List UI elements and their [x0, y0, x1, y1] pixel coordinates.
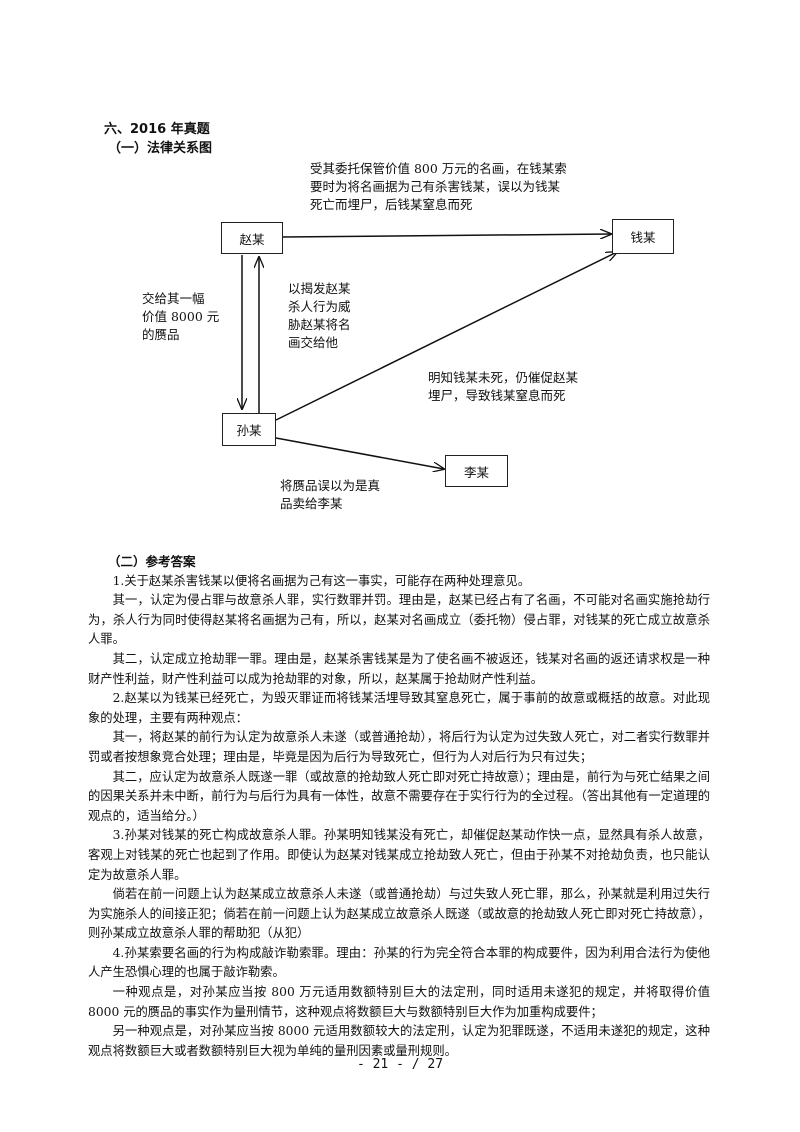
paragraph: 其一，将赵某的前行为认定为故意杀人未遂（或普通抢劫），将后行为认定为过失致人死亡… [88, 730, 710, 764]
arrow-zhao-to-qian [282, 234, 611, 237]
section-title: 六、2016 年真题 [104, 122, 210, 137]
paragraph: 3.孙某对钱某的死亡构成故意杀人罪。孙某明知钱某没有死亡，却催促赵某动作快一点，… [88, 828, 710, 882]
node-qian: 钱某 [612, 219, 674, 254]
paragraph: 其一，认定为侵占罪与故意杀人罪，实行数罪并罚。理由是，赵某已经占有了名画，不可能… [88, 593, 710, 647]
diagram-arrows [0, 0, 800, 540]
diagram-subtitle: （一）法律关系图 [108, 141, 213, 156]
arrow-sun-to-li [275, 437, 444, 469]
node-li: 李某 [445, 455, 508, 487]
paragraph: 其二，应认定为故意杀人既遂一罪（或故意的抢劫致人死亡即对死亡持故意）；理由是，前… [88, 769, 710, 823]
legal-relationship-diagram: 赵某 钱某 孙某 李某 受其委托保管价值 800 万元的名画，在钱某索 要时为将… [0, 0, 800, 540]
node-zhao: 赵某 [221, 222, 283, 254]
page-number: - 21 - / 27 [356, 1057, 444, 1072]
label-zhao-to-qian: 受其委托保管价值 800 万元的名画，在钱某索 要时为将名画据为己有杀害钱某，误… [310, 161, 567, 212]
paragraph: 其二，认定成立抢劫罪一罪。理由是，赵某杀害钱某是为了使名画不被返还，钱某对名画的… [88, 651, 710, 686]
node-sun: 孙某 [222, 413, 276, 446]
paragraph: 倘若在前一问题上认为赵某成立故意杀人未遂（或普通抢劫）与过失致人死亡罪，那么，孙… [88, 887, 710, 941]
paragraph: 一种观点是，对孙某应当按 800 万元适用数额特别巨大的法定刑，同时适用未遂犯的… [88, 985, 710, 1019]
paragraph: 1.关于赵某杀害钱某以便将名画据为己有这一事实，可能存在两种处理意见。 [112, 573, 531, 588]
label-sun-to-qian: 明知钱某未死，仍催促赵某 埋尸，导致钱某窒息而死 [428, 370, 579, 403]
label-sun-to-zhao: 以揭发赵某 杀人行为威 胁赵某将名 画交给他 [288, 281, 351, 350]
answer-subtitle: （二）参考答案 [108, 554, 196, 569]
paragraph: 4.孙某索要名画的行为构成敲诈勒索罪。理由：孙某的行为完全符合本罪的构成要件，因… [88, 945, 710, 980]
answer-section: （二）参考答案 1.关于赵某杀害钱某以便将名画据为己有这一事实，可能存在两种处理… [88, 552, 710, 1061]
label-zhao-to-sun: 交给其一幅 价值 8000 元 的赝品 [142, 291, 220, 342]
paragraph: 2.赵某以为钱某已经死亡，为毁灭罪证而将钱某活埋导致其窒息死亡，属于事前的故意或… [88, 691, 710, 725]
label-sun-to-li: 将赝品误以为是真 品卖给李某 [280, 478, 381, 511]
paragraph: 另一种观点是，对孙某应当按 8000 元适用数额较大的法定刑，认定为犯罪既遂，不… [88, 1024, 710, 1058]
arrow-sun-to-qian [275, 252, 617, 421]
